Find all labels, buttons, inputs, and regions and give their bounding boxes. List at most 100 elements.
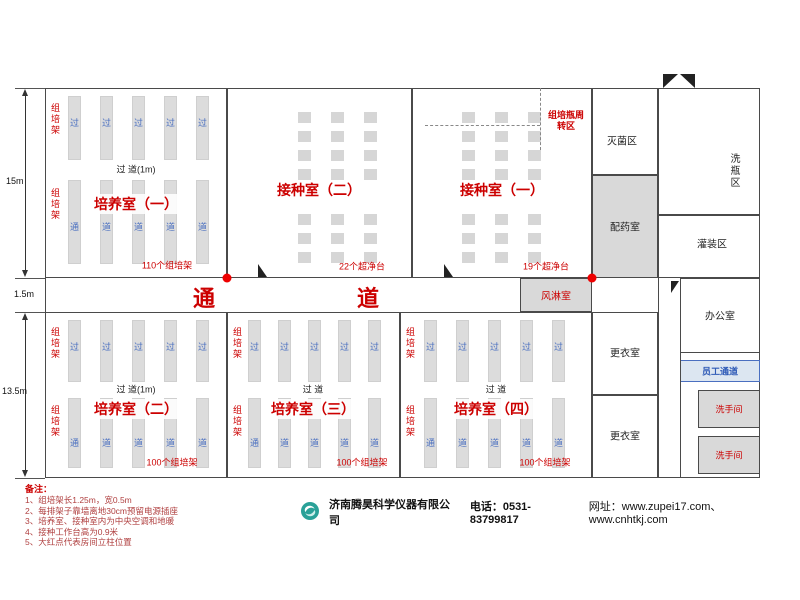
rack-label-vertical: 组培架 bbox=[50, 103, 60, 136]
turnover-area-boundary bbox=[425, 125, 540, 126]
shelf-rack bbox=[132, 96, 145, 160]
aisle-char: 过 bbox=[279, 342, 289, 352]
aisle-char: 过 bbox=[249, 342, 259, 352]
aisle-char: 过 bbox=[133, 118, 143, 128]
rack-label-vertical: 组培架 bbox=[405, 327, 415, 360]
shelf-rack bbox=[100, 320, 113, 382]
rack-label-vertical: 组培架 bbox=[232, 327, 242, 360]
aisle-char: 过 bbox=[489, 342, 499, 352]
dimension-line-bottom bbox=[25, 318, 26, 472]
aisle-char: 过 bbox=[165, 342, 175, 352]
room-medicine bbox=[592, 175, 658, 278]
door-icon bbox=[444, 264, 453, 277]
aisle-label: 过 道(1m) bbox=[116, 164, 156, 175]
rack-label-vertical: 组培架 bbox=[50, 188, 60, 221]
dimension-tick bbox=[15, 312, 45, 313]
room-restroom-bottom bbox=[698, 436, 760, 474]
room-label-inoculation-2: 接种室（二） bbox=[275, 180, 363, 200]
aisle-char: 通 bbox=[69, 222, 79, 232]
dimension-top: 15m bbox=[6, 176, 24, 186]
aisle-char: 过 bbox=[165, 118, 175, 128]
arrow-down-icon bbox=[22, 470, 28, 477]
room-label-staff-passage: 员工通道 bbox=[701, 366, 739, 377]
clean-bench-column bbox=[364, 112, 377, 180]
aisle-char: 通 bbox=[249, 438, 259, 448]
arrow-up-icon bbox=[22, 313, 28, 320]
shelf-rack bbox=[164, 96, 177, 160]
footer: 济南腾昊科学仪器有限公司 电话：0531-83799817 网址：www.zup… bbox=[300, 496, 800, 528]
room-bottle-wash bbox=[658, 88, 760, 215]
dimension-bottom: 13.5m bbox=[2, 386, 28, 396]
room-sterilization bbox=[592, 88, 658, 175]
shelf-rack bbox=[520, 320, 533, 382]
room-office bbox=[680, 278, 760, 353]
shelf-rack bbox=[278, 320, 291, 382]
room-air-shower bbox=[520, 278, 592, 312]
notes-block: 备注： 1、组培架长1.25m，宽0.5m 2、每排架子靠墙离地30cm预留电源… bbox=[25, 484, 325, 548]
company-logo-icon bbox=[300, 501, 320, 524]
aisle-char: 过 bbox=[521, 342, 531, 352]
shelf-rack bbox=[456, 320, 469, 382]
rack-label-vertical: 组培架 bbox=[405, 405, 415, 438]
double-door-icon bbox=[680, 74, 695, 88]
room-label-restroom-top: 洗手间 bbox=[715, 404, 743, 415]
aisle-char: 道 bbox=[101, 438, 111, 448]
aisle-char: 道 bbox=[521, 438, 531, 448]
aisle-char: 道 bbox=[339, 438, 349, 448]
company-website: 网址：www.zupei17.com、www.cnhtkj.com bbox=[588, 501, 722, 526]
aisle-char: 道 bbox=[197, 438, 207, 448]
note-item: 2、每排架子靠墙离地30cm预留电源插座 bbox=[25, 505, 179, 516]
aisle-label: 过 道 bbox=[485, 384, 507, 395]
clean-bench-column bbox=[331, 112, 344, 180]
shelf-rack bbox=[68, 398, 81, 468]
clean-bench-column bbox=[495, 112, 508, 180]
shelf-rack bbox=[424, 320, 437, 382]
rack-label-vertical: 组培架 bbox=[232, 405, 242, 438]
aisle-char: 道 bbox=[489, 438, 499, 448]
rack-label-vertical: 组培架 bbox=[50, 327, 60, 360]
clean-bench-column bbox=[298, 214, 311, 266]
aisle-char: 过 bbox=[133, 342, 143, 352]
room-label-culture-3: 培养室（三） bbox=[269, 399, 357, 419]
shelf-rack bbox=[552, 320, 565, 382]
shelf-rack bbox=[248, 398, 261, 468]
aisle-char: 过 bbox=[69, 118, 79, 128]
room-label-office: 办公室 bbox=[705, 311, 735, 323]
clean-bench-column bbox=[462, 112, 475, 180]
aisle-char: 通 bbox=[425, 438, 435, 448]
room-label-changing-top: 更衣室 bbox=[610, 348, 640, 360]
notes-header: 备注： bbox=[25, 484, 53, 494]
aisle-char: 道 bbox=[553, 438, 563, 448]
aisle-label: 过 道 bbox=[302, 384, 324, 395]
clean-bench-column bbox=[298, 112, 311, 180]
rack-label-vertical: 组培架 bbox=[50, 405, 60, 438]
bench-count-22: 22个超净台 bbox=[338, 261, 386, 272]
dimension-corridor: 1.5m bbox=[14, 289, 35, 299]
aisle-char: 道 bbox=[133, 438, 143, 448]
shelf-rack bbox=[132, 320, 145, 382]
room-label-changing-bottom: 更衣室 bbox=[610, 431, 640, 443]
shelf-rack bbox=[68, 96, 81, 160]
room-label-air-shower: 风淋室 bbox=[541, 291, 571, 303]
turnover-area-label: 组培瓶周转区 bbox=[547, 110, 584, 131]
shelf-rack bbox=[196, 320, 209, 382]
aisle-char: 过 bbox=[101, 118, 111, 128]
room-label-culture-2: 培养室（二） bbox=[92, 399, 180, 419]
aisle-label: 过 道(1m) bbox=[116, 384, 156, 395]
corridor-label: 通道 bbox=[193, 286, 522, 311]
bench-count-19: 19个超净台 bbox=[522, 261, 570, 272]
room-filling bbox=[658, 215, 760, 278]
shelf-rack bbox=[308, 320, 321, 382]
clean-bench-column bbox=[462, 214, 475, 266]
wall-staff-corridor bbox=[658, 278, 659, 478]
shelf-rack bbox=[552, 398, 565, 468]
dimension-line-top bbox=[25, 96, 26, 272]
room-changing-bottom bbox=[592, 395, 658, 478]
dimension-tick bbox=[15, 88, 45, 89]
wall-office-column bbox=[680, 353, 681, 478]
rack-count-100: 100个组培架 bbox=[336, 457, 388, 468]
aisle-char: 通 bbox=[69, 438, 79, 448]
note-item: 4、接种工作台高为0.9米 bbox=[25, 526, 119, 537]
arrow-down-icon bbox=[22, 270, 28, 277]
